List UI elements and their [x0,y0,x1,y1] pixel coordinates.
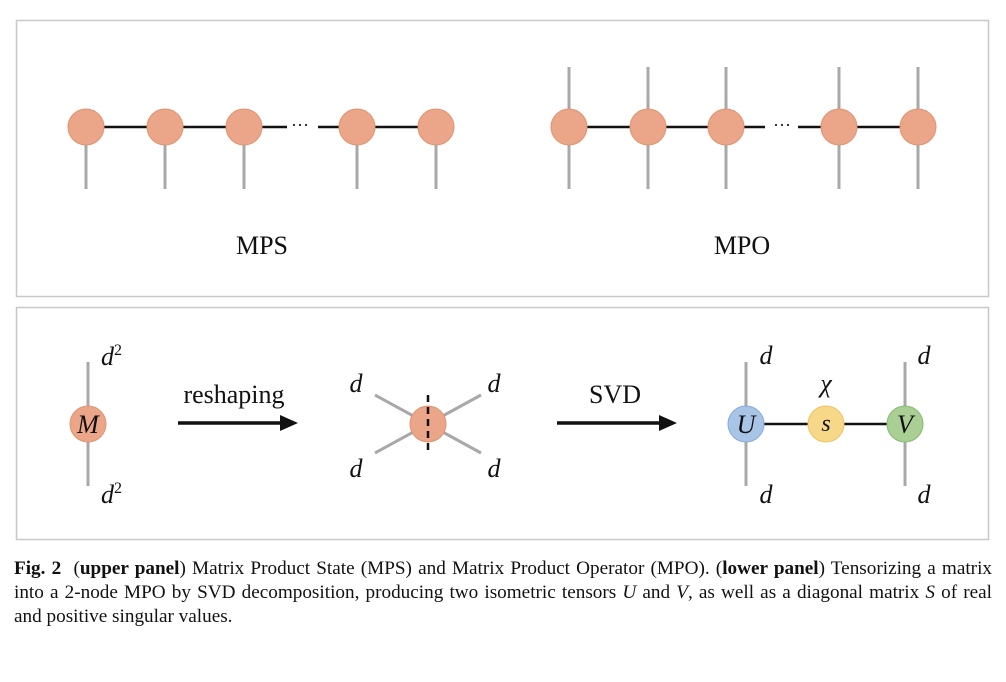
m-tensor: M d2 d2 [69,342,122,509]
mps-node [146,108,184,146]
v-node-label: V [897,410,916,439]
u-node [727,405,765,443]
reshaped-tensor: d d d d [350,369,502,483]
cross-bottom-left-dim: d [350,454,364,483]
cross-top-right-dim: d [488,369,502,398]
svd-label: SVD [589,380,641,409]
caption-and: and [636,582,677,603]
m-top-dim: d2 [101,342,122,371]
mps-node [417,108,455,146]
s-node [807,405,845,443]
s-node-label: s [821,411,830,437]
upper-panel-frame [15,19,990,298]
u-top-dim: d [760,341,774,370]
figure-label: Fig. 2 [14,558,62,579]
var-s: S [925,582,935,603]
var-u: U [622,582,637,603]
figure-panels: ··· MPS ··· MPO M d2 d2 reshaping [15,19,990,541]
mpo-node [899,108,937,146]
svd-arrow-head [659,415,677,431]
m-bottom-dim: d2 [101,480,122,509]
mpo-node [629,108,667,146]
svd-arrow: SVD [557,380,677,431]
mpo-ellipsis: ··· [773,115,791,135]
m-node-label: M [76,410,100,439]
u-node-label: U [737,410,758,439]
mpo-node [820,108,858,146]
mps-diagram: ··· MPS [67,108,455,260]
caption-end: of real and positive singular values. [14,582,992,627]
mpo-label: MPO [714,231,770,260]
caption-continued: , as well as a diagonal matrix [687,582,926,603]
chi-label: χ [817,369,832,398]
lower-panel-frame [15,306,990,541]
v-bottom-dim: d [918,480,932,509]
svd-result: U s V χ d d d d [727,341,932,509]
upper-panel-tag: upper panel [79,558,180,579]
cross-bottom-right-dim: d [488,454,502,483]
mps-node [225,108,263,146]
upper-panel-description: ) Matrix Product State (MPS) and Matrix … [179,558,710,579]
u-bottom-dim: d [760,480,774,509]
reshaping-label: reshaping [183,380,284,409]
reshaping-arrow-head [280,415,298,431]
mps-ellipsis: ··· [291,115,309,135]
var-v: V [676,582,688,603]
mps-node [67,108,105,146]
mpo-node [707,108,745,146]
reshaping-arrow: reshaping [178,380,298,431]
figure-caption: Fig. 2 (upper panel) Matrix Product Stat… [14,558,993,627]
cross-top-left-dim: d [350,369,364,398]
lower-panel-tag: lower panel [722,558,819,579]
v-top-dim: d [918,341,932,370]
mpo-diagram: ··· MPO [550,67,937,260]
mps-label: MPS [236,231,288,260]
mps-node [338,108,376,146]
mpo-node [550,108,588,146]
lower-panel-description: ) Tensorizing a matrix into a 2-node MPO… [14,558,993,603]
m-node [69,405,107,443]
v-node [886,405,924,443]
